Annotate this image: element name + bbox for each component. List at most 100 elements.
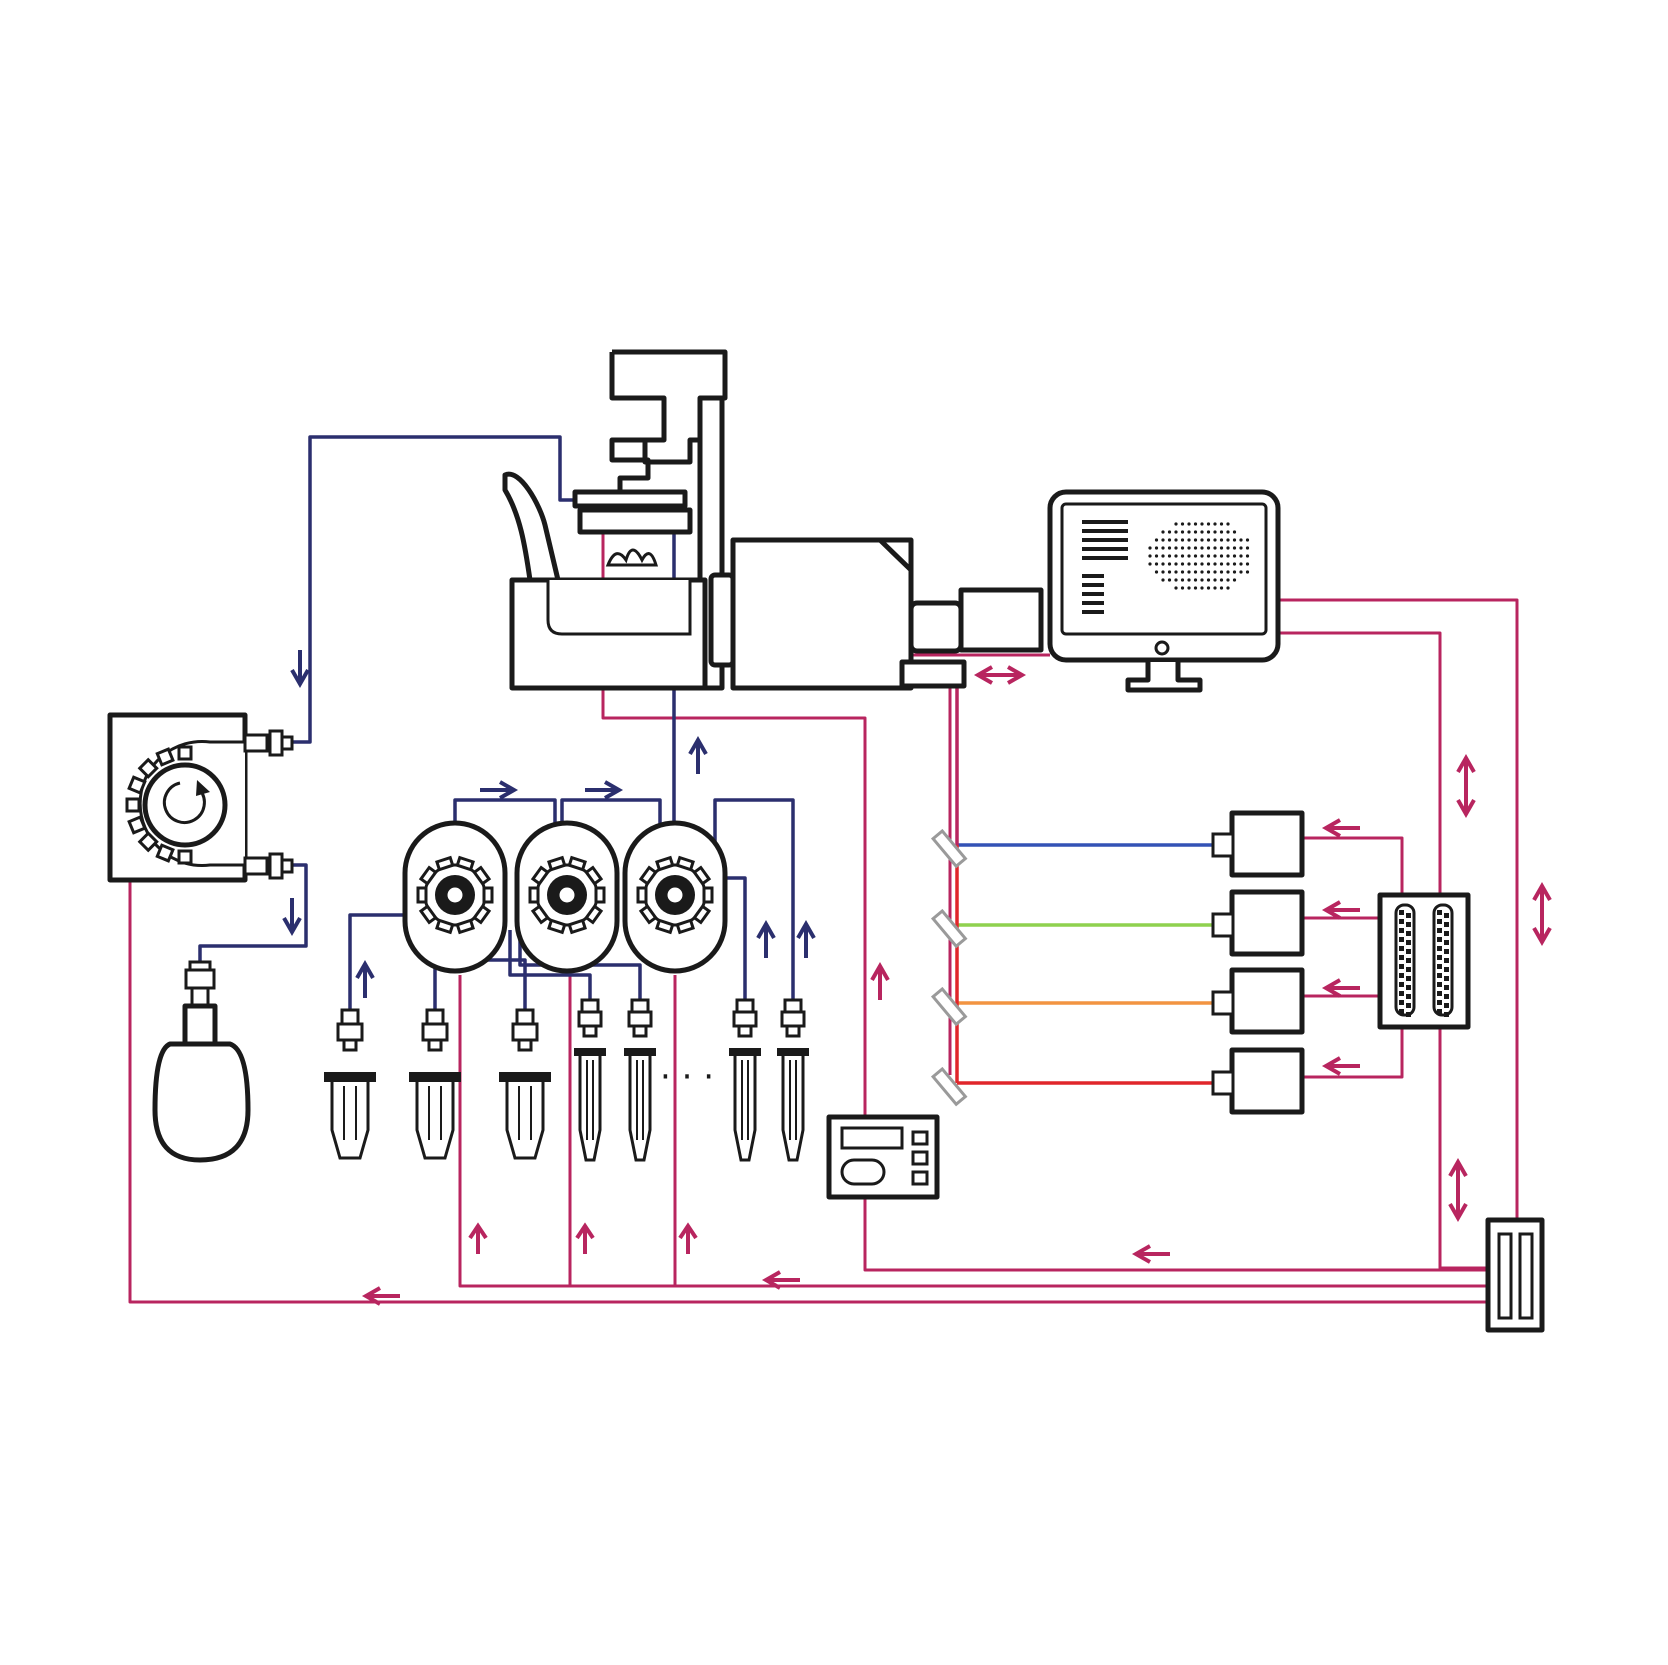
arrow-left-icon (1321, 978, 1360, 998)
screen-dot (1213, 530, 1217, 534)
screen-text-icon (1082, 520, 1128, 614)
connector-pin (1399, 1000, 1404, 1005)
screen-line (1082, 574, 1104, 578)
connector-pin (1444, 976, 1449, 981)
screen-dot (1245, 554, 1250, 558)
double-arrow-vertical-icon (1448, 1157, 1468, 1223)
rotary-valves (402, 820, 728, 974)
screen-dot (1193, 586, 1198, 590)
reagent-tube (624, 998, 656, 1162)
screen-dot (1206, 538, 1211, 542)
screen-dot (1174, 586, 1178, 590)
arrow-right-icon (480, 780, 519, 800)
screen-dot (1213, 570, 1217, 574)
microscope-eyepiece (502, 471, 561, 583)
screen-dot (1174, 570, 1178, 574)
screen-dot (1180, 538, 1185, 542)
connector-pin (1444, 1003, 1449, 1008)
screen-dot (1193, 562, 1198, 566)
screen-dot (1161, 570, 1165, 574)
screen-dot (1167, 562, 1172, 566)
arrow-up-icon (575, 1222, 595, 1254)
screen-dot (1180, 546, 1185, 550)
connector-pin (1399, 964, 1404, 969)
reagent-tube (729, 998, 761, 1162)
tube-valve3-to-tube (725, 876, 747, 1000)
screen-dot (1232, 546, 1237, 550)
screen-dot (1239, 546, 1243, 550)
screen-dot (1180, 522, 1185, 526)
connector-pin (1437, 982, 1442, 987)
pump-outlet-connector (243, 729, 294, 757)
screen-dot (1200, 570, 1204, 574)
arrow-up-icon (468, 1222, 488, 1254)
screen-dot (1226, 530, 1230, 534)
connector-pin (1406, 1012, 1411, 1017)
connector-pin (1399, 973, 1404, 978)
dichroic-mirror (930, 828, 968, 869)
screen-dot (1219, 570, 1224, 574)
screen-dot (1226, 570, 1230, 574)
screen-dot (1226, 562, 1230, 566)
connector-pin (1437, 991, 1442, 996)
connector-pin (1437, 955, 1442, 960)
screen-dot (1167, 538, 1172, 542)
valve-port (692, 865, 712, 886)
double-arrow-vertical-icon (1456, 753, 1476, 819)
laser-beams (955, 680, 1212, 1085)
screen-dot (1232, 570, 1237, 574)
screen-dot (1232, 538, 1237, 542)
screen-dot (1213, 546, 1217, 550)
data-acquisition-box (1485, 1217, 1545, 1333)
peristaltic-pump (107, 712, 294, 883)
pump-inlet-connector (243, 852, 294, 880)
screen-dot (1193, 538, 1198, 542)
screen-dot (1167, 554, 1172, 558)
screen-dot (1213, 562, 1217, 566)
screen-dot (1174, 578, 1178, 582)
computer-monitor (1047, 489, 1281, 693)
valve-port (455, 855, 475, 872)
control-line-bottom-bus (128, 880, 1488, 1304)
connector-pin (1437, 937, 1442, 942)
connector-pin (1399, 955, 1404, 960)
valve-port (416, 886, 428, 904)
screen-dot (1219, 586, 1224, 590)
screen-dot (1200, 578, 1204, 582)
screen-dot (1206, 586, 1211, 590)
laser-source-green (1211, 889, 1305, 957)
screen-dot (1174, 546, 1178, 550)
connector-pin (1406, 985, 1411, 990)
pump-roller (177, 849, 193, 865)
screen-dot (1154, 554, 1159, 558)
arrow-up-icon (355, 959, 375, 998)
screen-dot (1213, 522, 1217, 526)
screen-dot (1148, 562, 1152, 566)
screen-dot (1167, 530, 1172, 534)
connector-pin (1437, 964, 1442, 969)
screen-dot (1174, 554, 1178, 558)
objective-turret-icon (605, 548, 659, 567)
rotation-arrow-icon (162, 781, 206, 824)
screen-dot (1245, 538, 1250, 542)
arrow-left-icon (1321, 1056, 1360, 1076)
valve-port (418, 865, 438, 886)
valve-port (675, 855, 695, 872)
valve-port (692, 904, 712, 925)
reagent-tube (777, 998, 809, 1162)
screen-dot (1161, 578, 1165, 582)
pump-roller (155, 843, 175, 863)
connector-pin (1444, 913, 1449, 918)
valve-port (655, 855, 675, 872)
arrow-up-icon (688, 735, 708, 774)
connector-pin (1444, 958, 1449, 963)
valve-port (472, 865, 492, 886)
screen-dot (1200, 554, 1204, 558)
tube-waste-to-pump (198, 863, 308, 962)
screen-dot (1219, 522, 1224, 526)
screen-dot (1200, 538, 1204, 542)
screen-dot (1187, 530, 1191, 534)
screen-dot (1232, 562, 1237, 566)
more-tubes-ellipsis: · · · (660, 1057, 714, 1097)
connector-pin (1444, 967, 1449, 972)
